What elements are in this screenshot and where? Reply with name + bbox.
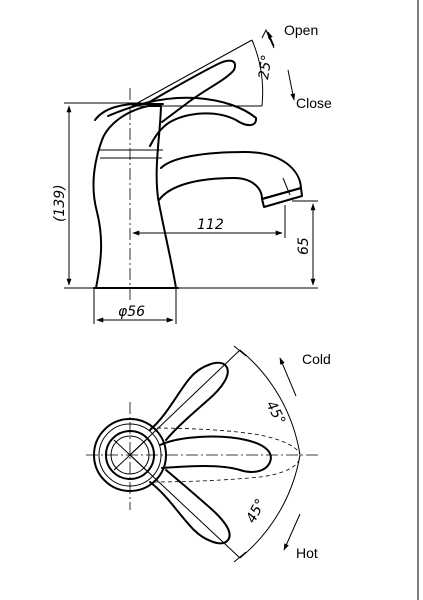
cold-angle-leader [129,349,241,456]
base-outer-circle [93,418,167,492]
cold-angle-arc [239,349,301,456]
hot-direction-arrow [283,513,301,551]
lever-top-view [159,435,272,473]
base-circle-2 [98,423,162,487]
cold-label: Cold [302,351,331,367]
hot-arc-tick [233,551,247,563]
cold-angle-text: 45° [262,398,288,427]
lever-cold-position [149,361,229,441]
lever-handle-open [145,59,236,123]
side-view: Open Close 25° (139) 112 65 φ56 [52,0,419,600]
open-label: Open [284,22,318,38]
hot-angle-text: 45° [243,496,269,525]
cold-arc-tick [233,345,247,357]
lever-handle-closed [107,96,258,147]
lever-angle-dimension: 25° [256,54,275,81]
faucet-body-outline [92,105,177,289]
height-dimension-text: (139) [52,184,68,222]
lever-hot-position [149,469,231,545]
open-arrow-shaft [267,31,275,47]
hot-angle-leader [129,454,241,559]
base-diameter-text: φ56 [118,304,145,320]
hot-label: Hot [296,545,318,561]
aerator-circle [110,435,150,475]
base-circle-3 [105,430,155,480]
close-label: Close [296,95,332,111]
hot-angle-arc [239,454,301,559]
close-arrow-shaft [287,69,296,101]
reach-dimension-text: 112 [197,217,224,233]
spout-height-dimension-text: 65 [296,237,312,255]
spout-tip [261,187,303,208]
spout-outline [158,151,302,201]
cold-direction-arrow [279,357,297,397]
top-view: 45° 45° Cold Hot [86,345,331,563]
lever-rotation-arc [251,39,264,107]
spout-aerator-line [282,177,291,196]
lever-open-reference [131,39,253,107]
